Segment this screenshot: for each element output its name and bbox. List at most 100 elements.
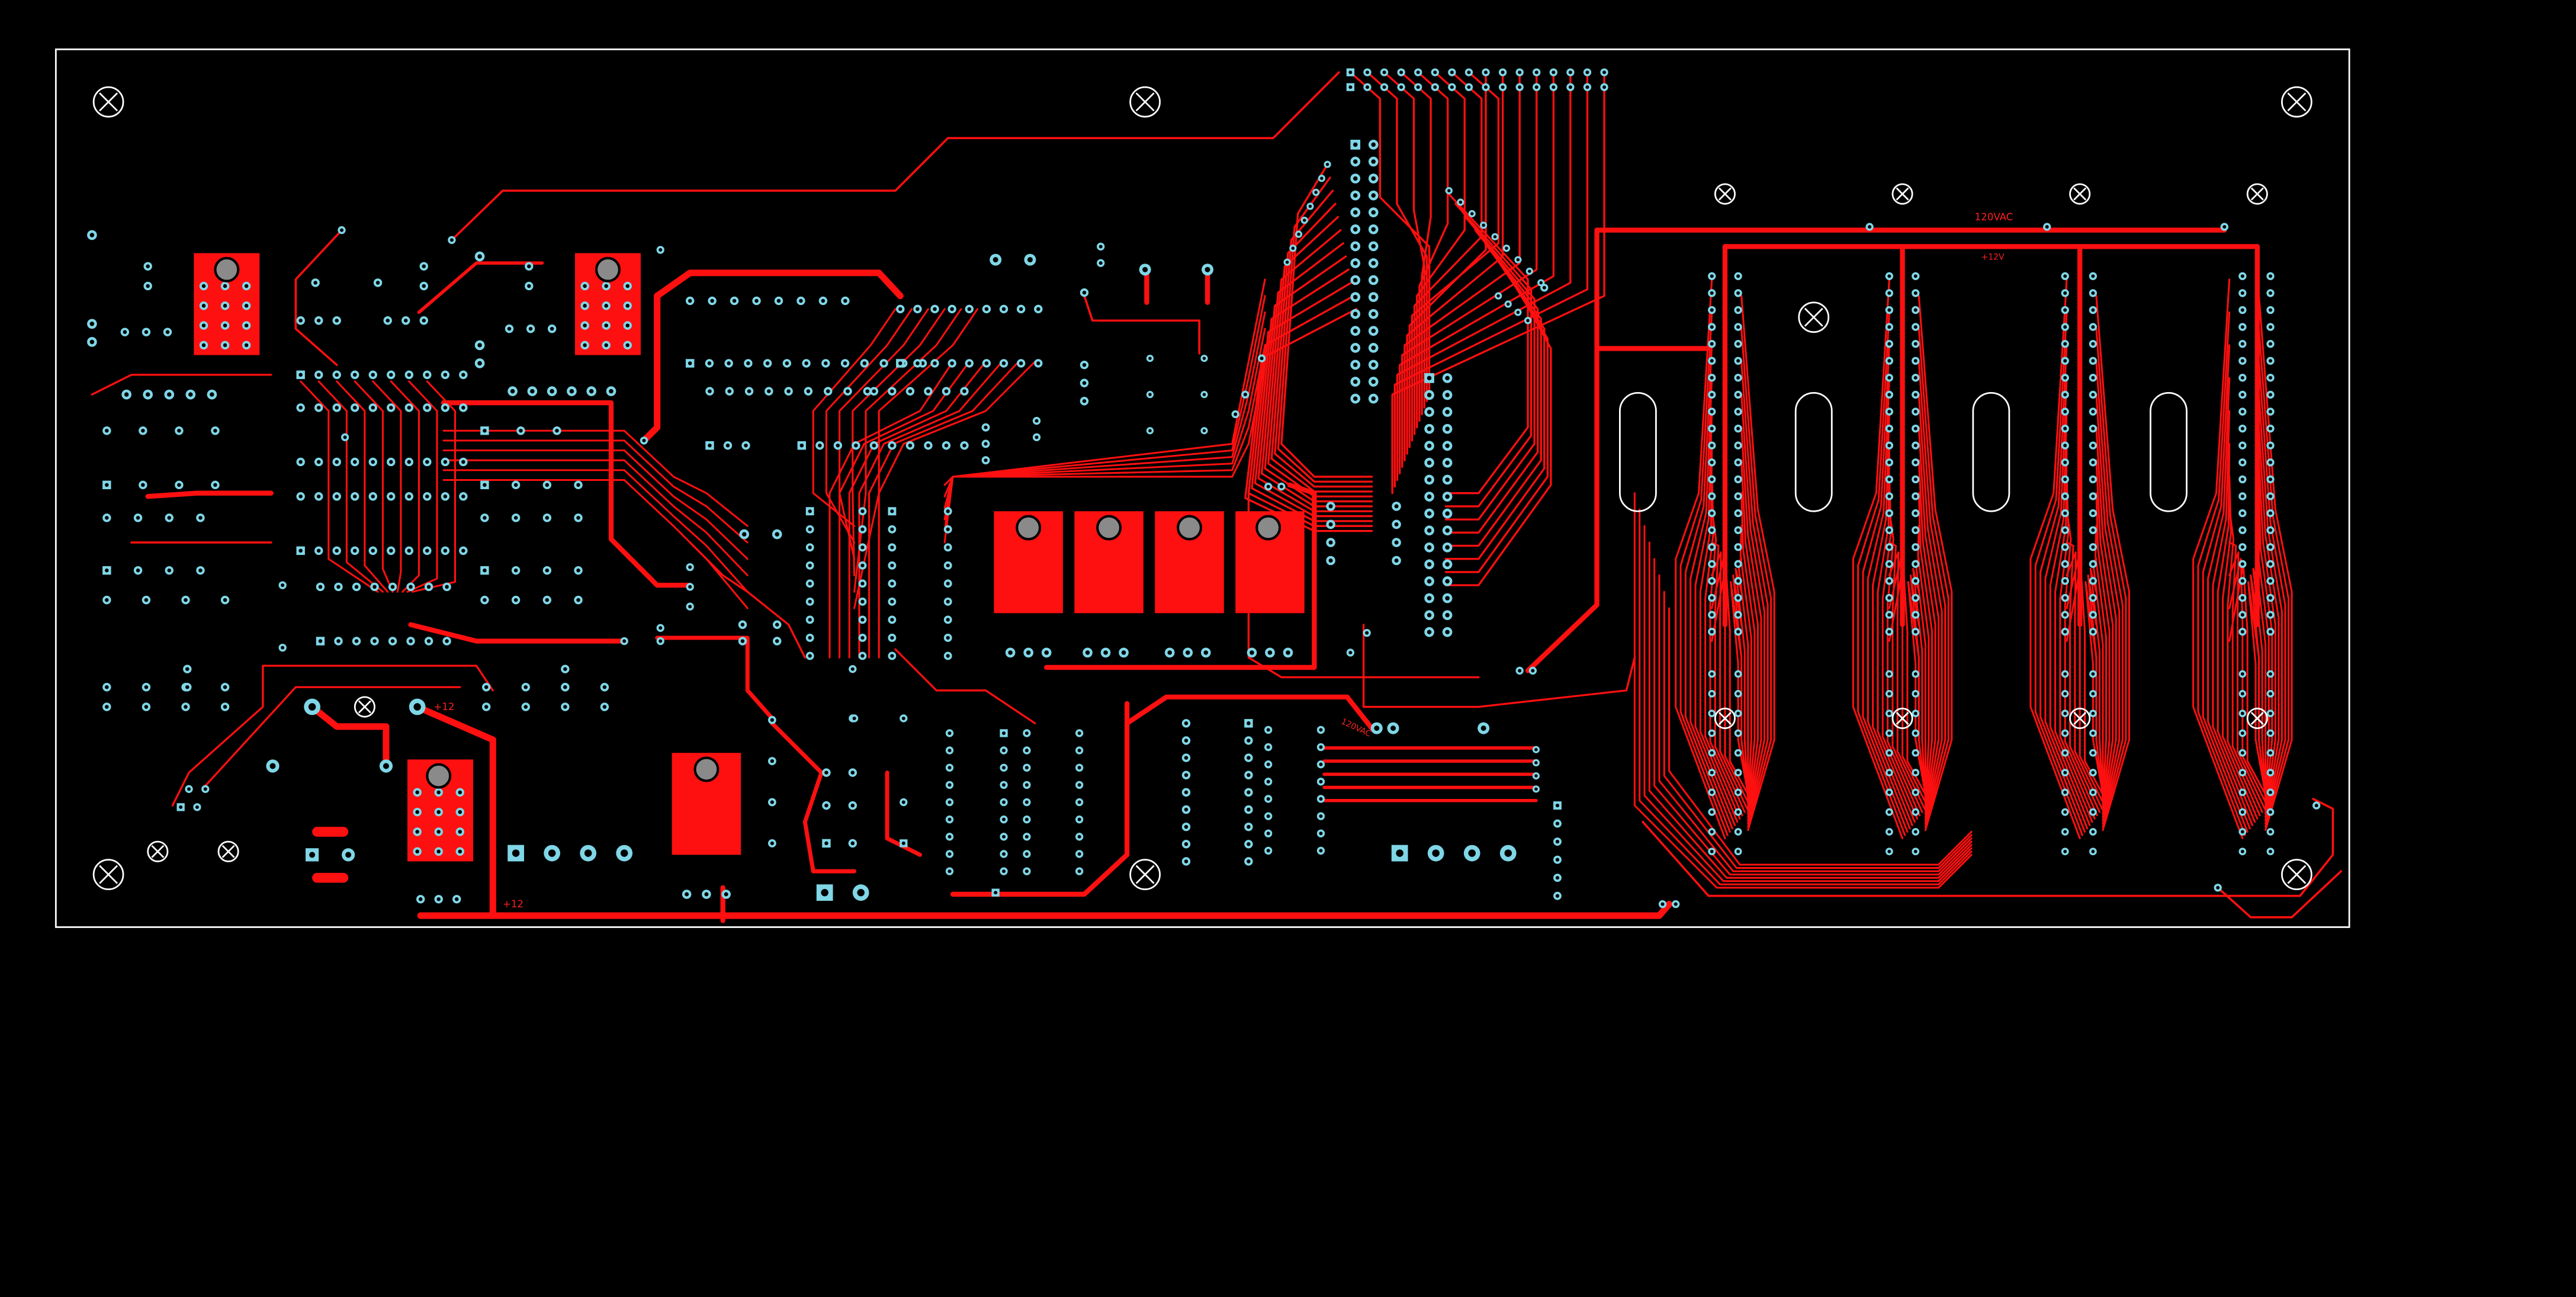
copper-trace [1917,459,1936,815]
pad-drill [1416,70,1420,75]
pad-drill [413,703,421,711]
pad-drill [1267,650,1273,655]
pad-drill [2091,528,2095,532]
pad-drill [1002,800,1006,804]
pad-drill [1427,375,1432,381]
pad-drill [808,582,812,586]
copper-trace [309,703,390,770]
copper-trace [1653,558,1973,876]
pad-drill [1353,176,1358,181]
pad-drill [2091,426,2095,431]
pad-drill [1736,790,1740,794]
pad-drill [443,373,448,377]
pad-drill [555,428,559,433]
pad-drill [2269,830,2272,834]
copper-trace [2039,344,2086,833]
pad-drill [836,443,840,448]
pad-drill [177,428,181,433]
pad-drill [808,509,812,513]
pad-drill [882,361,886,365]
pad-drill [1371,362,1376,367]
pad-drill [298,548,303,553]
pad-drill [1328,504,1333,509]
pad-drill [1291,246,1295,250]
pad-drill [950,307,954,312]
pad-drill [483,568,487,573]
pad-drill [1913,359,1917,363]
pad-drill [1371,210,1376,215]
oval-pad [312,827,349,837]
pad-drill [145,392,150,397]
pad-drill [223,284,227,288]
pad-drill [1602,85,1607,89]
pad-drill [946,563,950,567]
pad-drill [846,389,850,393]
pad-drill [1555,803,1560,808]
pad-drill [1913,426,1917,431]
pad-drill [105,568,109,573]
hole-cross [2073,711,2087,725]
pad-drill [725,443,730,448]
pad-drill [1467,70,1471,75]
pad-drill [1297,232,1300,236]
copper-trace [294,229,343,367]
pad-drill [1887,596,1891,600]
pad-drill [443,460,448,464]
label-120vac: 120VAC [1975,211,2013,223]
pad-drill [1002,834,1006,839]
pad-drill [1266,745,1270,749]
pad-drill [2269,771,2272,775]
copper-trace [2064,508,2098,817]
pad-drill [1913,494,1917,498]
pad-drill [1736,711,1740,715]
pad-drill [1736,849,1740,853]
pad-drill [527,264,531,268]
pad-drill [2091,375,2095,380]
pad-drill [316,495,321,499]
slot-cutout [2150,391,2188,512]
pad-drill [184,598,188,602]
pad-drill [335,319,339,323]
pad-drill [389,460,393,464]
pad-drill [1205,267,1210,272]
pad-drill [947,783,952,787]
pad-drill [1328,522,1333,526]
pad-drill [775,532,779,537]
pad-drill [2063,528,2067,532]
pad-drill [2063,410,2067,414]
pad-drill [1887,790,1891,794]
label-12v-bottom: +12 [503,898,523,910]
relay-slots [1619,391,2188,512]
copper-trace [441,400,693,588]
pad-drill [1019,307,1023,312]
pad-drill [1736,731,1740,735]
pad-drill [1505,246,1508,250]
copper-trace [372,380,402,593]
pad-drill [2240,494,2244,498]
pad-drill [1887,692,1891,696]
pad-drill [1024,817,1029,821]
pad-drill [808,654,812,658]
hole-cross [1718,711,1732,725]
pad-drill [352,495,357,499]
pad-drill [1710,579,1714,583]
pad-drill [1243,393,1247,397]
pad-drill [2063,460,2067,464]
pad-drill [890,389,894,393]
pad-drill [352,373,357,377]
pad-drill [890,635,894,640]
pad-drill [1887,810,1891,814]
pad-drill [2063,444,2067,448]
pad-drill [1913,692,1917,696]
pad-drill [1887,274,1891,278]
pad-drill [2091,359,2095,363]
pad-drill [1887,630,1891,634]
pad-drill [1445,528,1450,533]
pad-drill [298,373,303,377]
pad-drill [2063,477,2067,481]
pad-drill [1002,817,1006,821]
pad-drill [824,803,828,808]
pad-drill [860,509,865,513]
pad-drill [860,599,865,604]
copper-trace [417,261,544,314]
